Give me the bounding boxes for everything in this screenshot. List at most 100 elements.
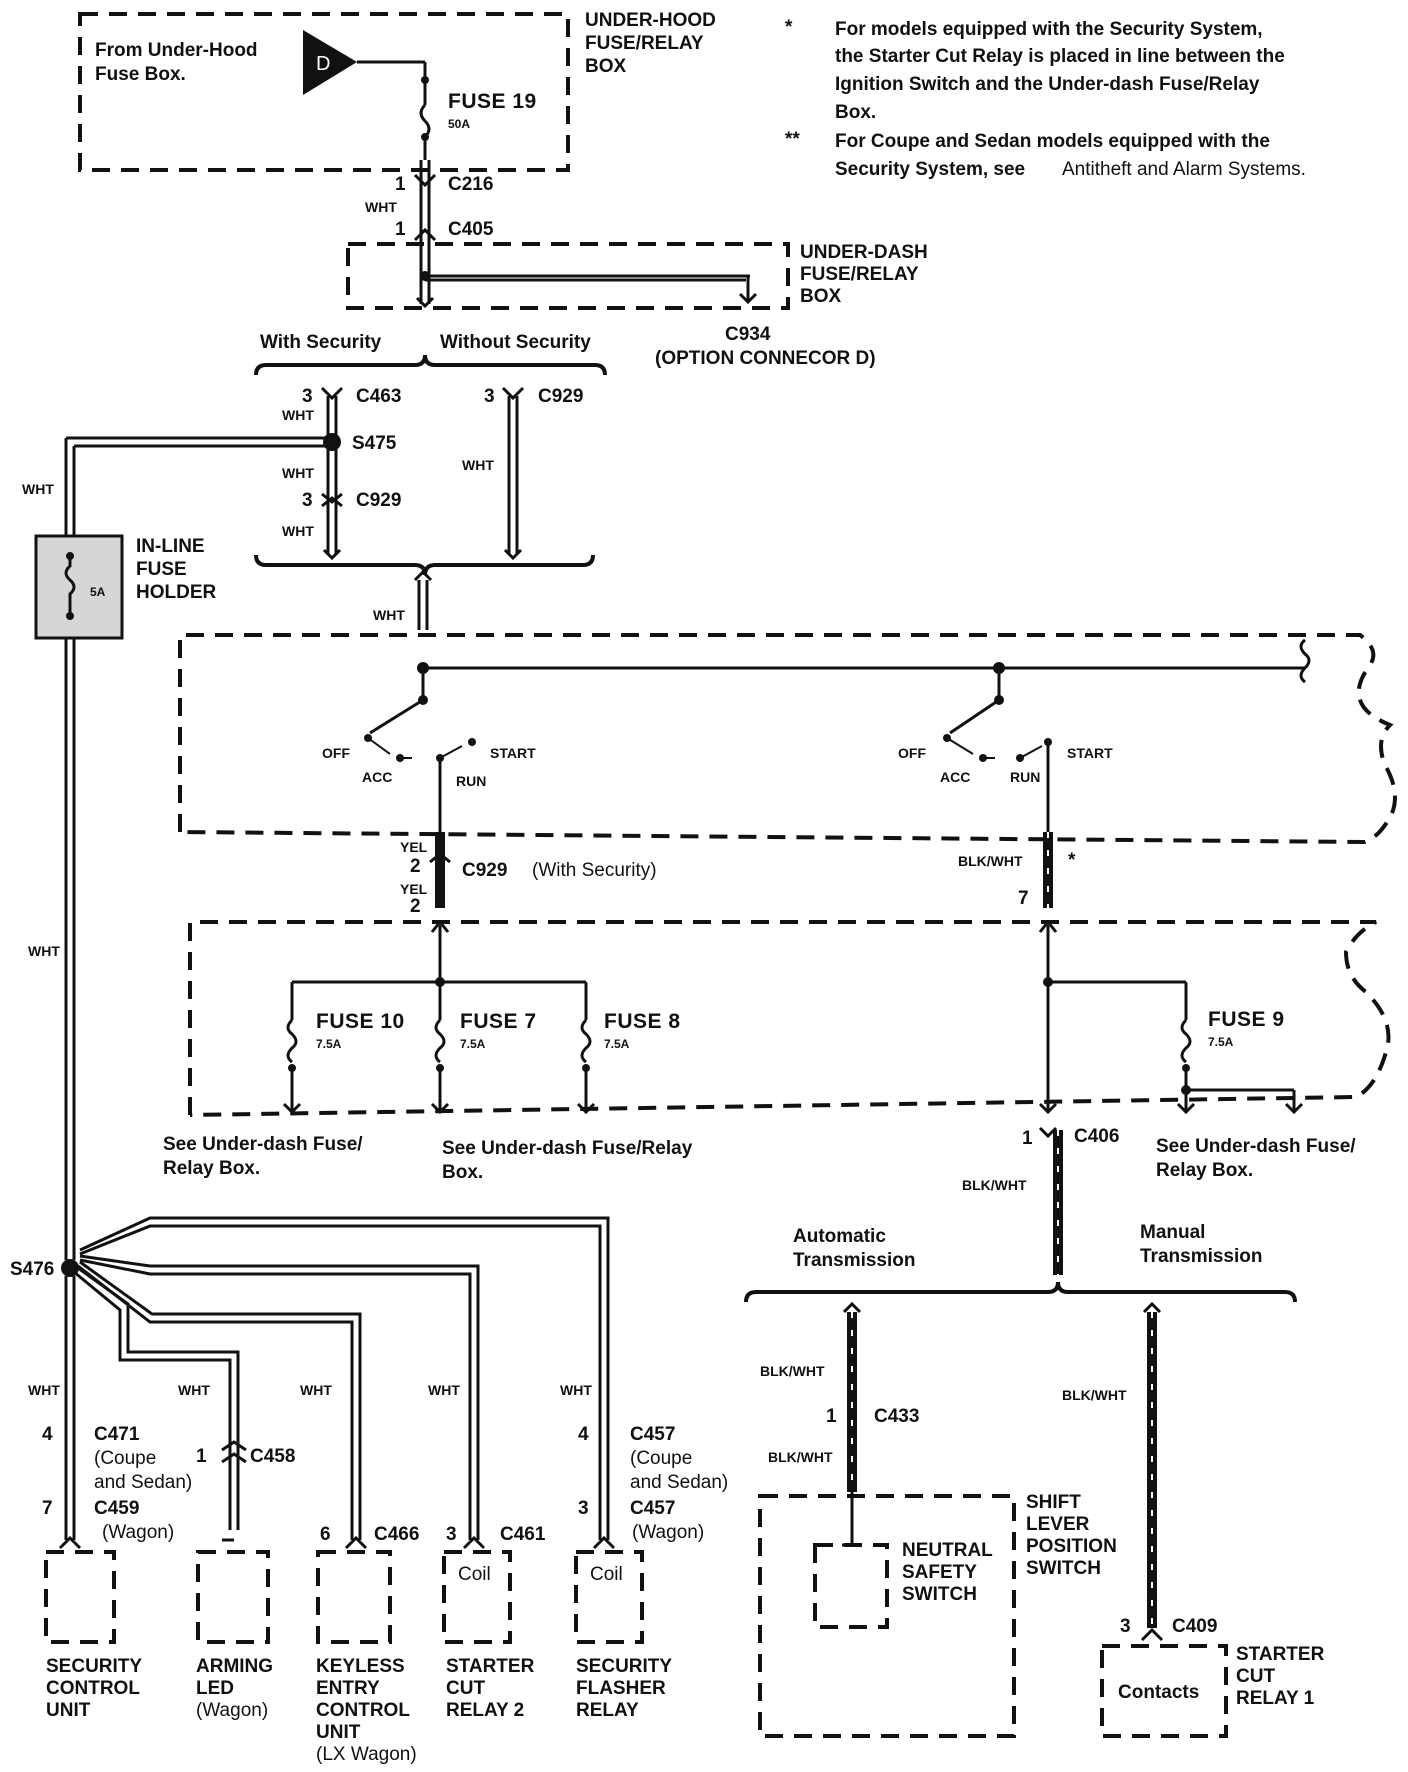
- c406-wire: BLK/WHT: [962, 1177, 1027, 1193]
- c216-name: C216: [448, 174, 493, 195]
- sw1-off: OFF: [322, 745, 350, 761]
- note2-line2: Security System, see: [835, 159, 1025, 180]
- yel-c929-name: C929: [462, 860, 507, 881]
- security-unit-1: SECURITY: [46, 1656, 142, 1677]
- c457a-pin: 4: [578, 1424, 589, 1445]
- c463-name: C463: [356, 386, 401, 407]
- c929b-pin: 3: [302, 490, 313, 511]
- security-unit-3: UNIT: [46, 1700, 91, 1721]
- yel-pin-1: 2: [410, 856, 421, 877]
- connector-labels: 4 C471 (Coupe and Sedan) 7 C459 (Wagon) …: [42, 1424, 728, 1545]
- c216-c405: 1 C216 WHT 1 C405: [365, 160, 494, 260]
- s476-branches: S476 WHT WHT WHT WHT WHT: [10, 1216, 610, 1540]
- inline-fuse-title-3: HOLDER: [136, 582, 217, 603]
- inline-fuse-title-2: FUSE: [136, 559, 187, 580]
- note1-line2: the Starter Cut Relay is placed in line …: [835, 46, 1285, 67]
- c466-name: C466: [374, 1524, 419, 1545]
- c457b-note: (Wagon): [632, 1522, 704, 1543]
- relay1-contacts: Contacts: [1118, 1682, 1199, 1703]
- c459-pin: 7: [42, 1498, 53, 1519]
- fuse19-rating: 50A: [448, 117, 470, 131]
- blkwht-wire: BLK/WHT: [958, 853, 1023, 869]
- underdash-fuse-box: FUSE 10 7.5A FUSE 7 7.5A FUSE 8 7.5A FUS…: [188, 919, 1391, 1117]
- c458-name: C458: [250, 1446, 295, 1467]
- underdash-title-3: BOX: [800, 286, 842, 307]
- underhood-title-2: FUSE/RELAY: [585, 33, 704, 54]
- c463-pin: 3: [302, 386, 313, 407]
- auto-wire-1: BLK/WHT: [760, 1363, 825, 1379]
- see-b-2: Box.: [442, 1162, 483, 1183]
- c216-pin: 1: [395, 174, 406, 195]
- wht-label-1: WHT: [282, 407, 314, 423]
- c934-name: C934: [725, 324, 771, 345]
- flasher-3: RELAY: [576, 1700, 639, 1721]
- relay1-title-2: CUT: [1236, 1666, 1275, 1687]
- manual-branch: BLK/WHT 3 C409 Contacts STARTER CUT RELA…: [1062, 1301, 1325, 1738]
- c471-name: C471: [94, 1424, 140, 1445]
- keyless-4: UNIT: [316, 1722, 361, 1743]
- branch-wire-3: WHT: [300, 1382, 332, 1398]
- c409-pin: 3: [1120, 1616, 1131, 1637]
- neutral-3: SWITCH: [902, 1584, 977, 1605]
- c929-pin: 3: [484, 386, 495, 407]
- s476-label: S476: [10, 1259, 54, 1280]
- c457a-note-1: (Coupe: [630, 1448, 692, 1469]
- neutral-2: SAFETY: [902, 1562, 977, 1583]
- blkwht-star: *: [1068, 850, 1076, 871]
- c934-desc: (OPTION CONNECOR D): [655, 348, 876, 369]
- c471-note-1: (Coupe: [94, 1448, 156, 1469]
- c405-pin: 1: [395, 219, 406, 240]
- wht-label-long: WHT: [28, 943, 60, 959]
- keyless-2: ENTRY: [316, 1678, 380, 1699]
- arming-led-1: ARMING: [196, 1656, 273, 1677]
- coil-1: Coil: [458, 1564, 491, 1585]
- starter2-1: STARTER: [446, 1656, 535, 1677]
- c216-wire: WHT: [365, 199, 397, 215]
- wht-label-left: WHT: [22, 481, 54, 497]
- security-unit-2: CONTROL: [46, 1678, 140, 1699]
- branch-wire-2: WHT: [178, 1382, 210, 1398]
- fuse7-label: FUSE 7: [460, 1010, 537, 1033]
- underdash-title-2: FUSE/RELAY: [800, 264, 919, 285]
- underhood-title-1: UNDER-HOOD: [585, 10, 716, 31]
- c457b-pin: 3: [578, 1498, 589, 1519]
- starter2-2: CUT: [446, 1678, 485, 1699]
- fuse8-rating: 7.5A: [604, 1037, 630, 1051]
- note2-line3: Antitheft and Alarm Systems.: [1062, 159, 1306, 180]
- keyless-3: CONTROL: [316, 1700, 410, 1721]
- c457a-name: C457: [630, 1424, 675, 1445]
- inline-fuse-title-1: IN-LINE: [136, 536, 205, 557]
- starter2-3: RELAY 2: [446, 1700, 524, 1721]
- yel-wire-1: YEL: [400, 839, 428, 855]
- auto-trans-2: Transmission: [793, 1250, 916, 1271]
- c459-name: C459: [94, 1498, 139, 1519]
- notes: * For models equipped with the Security …: [785, 17, 1306, 180]
- see-c-2: Relay Box.: [1156, 1160, 1253, 1181]
- note2-line1: For Coupe and Sedan models equipped with…: [835, 131, 1270, 152]
- fuse7-rating: 7.5A: [460, 1037, 486, 1051]
- shift-title-1: SHIFT: [1026, 1492, 1081, 1513]
- fuse19-label: FUSE 19: [448, 90, 537, 113]
- c471-note-2: and Sedan): [94, 1472, 192, 1493]
- neutral-1: NEUTRAL: [902, 1540, 993, 1561]
- from-underhood-2: Fuse Box.: [95, 64, 186, 85]
- branch-wire-4: WHT: [428, 1382, 460, 1398]
- yel-c929-note: (With Security): [532, 860, 657, 881]
- blkwht-pin: 7: [1018, 888, 1029, 909]
- wht-label-3: WHT: [282, 523, 314, 539]
- bottom-components: Coil Coil SECURITY CONTROL UNIT ARMING L…: [44, 1535, 672, 1765]
- auto-branch: BLK/WHT 1 C433 BLK/WHT SHIFT LEVER POSIT…: [758, 1301, 1117, 1738]
- arming-led-3: (Wagon): [196, 1700, 268, 1721]
- sw2-acc: ACC: [940, 769, 970, 785]
- from-underhood-1: From Under-Hood: [95, 40, 258, 61]
- c433-pin: 1: [826, 1406, 837, 1427]
- c457b-name: C457: [630, 1498, 675, 1519]
- auto-wire-2: BLK/WHT: [768, 1449, 833, 1465]
- inline-fuse-rating: 5A: [90, 585, 106, 599]
- shift-title-4: SWITCH: [1026, 1558, 1101, 1579]
- security-split: With Security Without Security 3 C463 WH…: [22, 332, 607, 576]
- branch-wire-1: WHT: [28, 1382, 60, 1398]
- branch-wire-5: WHT: [560, 1382, 592, 1398]
- yel-pin-2: 2: [410, 896, 421, 917]
- c459-note: (Wagon): [102, 1522, 174, 1543]
